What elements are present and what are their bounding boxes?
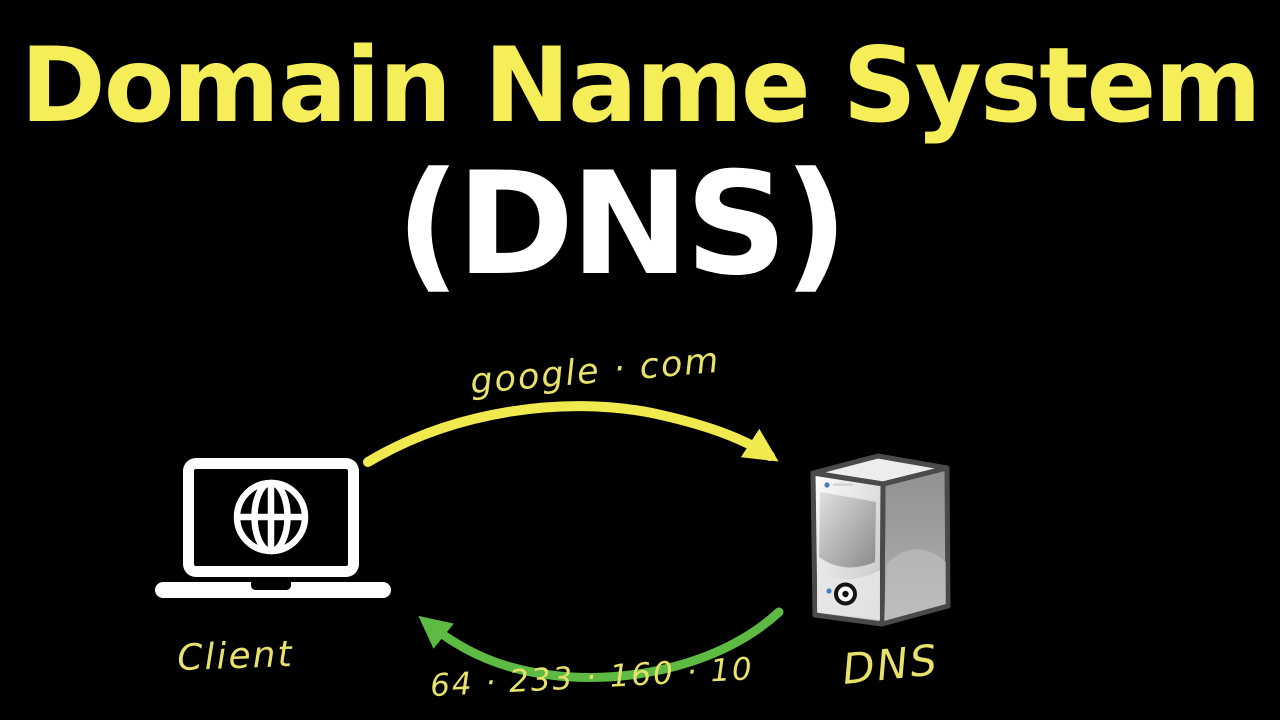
laptop-icon	[155, 458, 391, 598]
client-label: Client	[176, 633, 295, 680]
server-tower-icon	[810, 453, 951, 627]
page-subtitle: (DNS)	[395, 142, 849, 308]
server-logo-dot	[824, 482, 830, 488]
server-power-button-dot	[842, 590, 849, 598]
request-arrow	[363, 401, 779, 467]
server-logo-text	[833, 483, 853, 486]
server-front-gloss	[819, 492, 876, 568]
response-arrow	[418, 607, 784, 682]
page-title: Domain Name System	[20, 26, 1261, 146]
server-side-sheen	[884, 549, 946, 621]
title-block: Domain Name System (DNS)	[0, 26, 1280, 308]
laptop-base-notch	[251, 582, 291, 590]
globe-icon	[233, 479, 309, 555]
server-led	[826, 588, 832, 594]
